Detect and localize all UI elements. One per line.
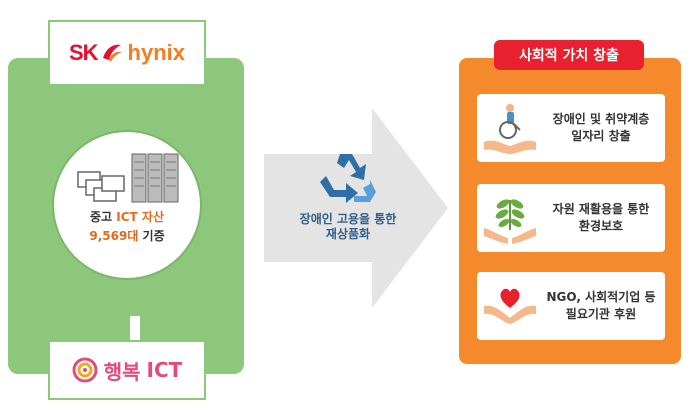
sk-butterfly-icon (102, 44, 122, 62)
outcome-text-environment: 자원 재활용을 통한 환경보호 (552, 202, 650, 233)
asset-type-label: 중고 ICT 자산 (90, 210, 164, 224)
heart-hands-icon (484, 288, 536, 324)
sprout-hands-icon (484, 199, 536, 244)
computer-server-icon (77, 153, 179, 203)
sk-hynix-logo-box: SK hynix (48, 20, 206, 86)
recycle-icon (320, 154, 376, 203)
process-content: 장애인 고용을 통한 재상품화 (278, 150, 418, 242)
outcome-text-donation: NGO, 사회적기업 등 필요기관 후원 (546, 290, 656, 321)
ict-asset-circle: 중고 ICT 자산 9,569대 기증 (52, 130, 202, 280)
outcome-card-donation: NGO, 사회적기업 등 필요기관 후원 (477, 272, 665, 340)
outcome-card-jobs: 장애인 및 취약계층 일자리 창출 (477, 94, 665, 162)
wheelchair-hands-icon (484, 104, 536, 154)
outcome-card-environment: 자원 재활용을 통한 환경보호 (477, 184, 665, 252)
happy-ict-swirl-icon (72, 357, 98, 383)
sk-logo-text: SK (68, 40, 99, 65)
process-label: 장애인 고용을 통한 재상품화 (299, 212, 397, 241)
hynix-logo-text: hynix (127, 40, 186, 65)
outcome-text-jobs: 장애인 및 취약계층 일자리 창출 (552, 112, 650, 143)
asset-count-label: 9,569대 기증 (89, 229, 165, 243)
outcomes-title: 사회적 가치 창출 (494, 40, 644, 70)
happy-logo-text: 행복 (103, 359, 141, 384)
process-arrow (264, 108, 448, 308)
happy-logo-ict: ICT (146, 358, 183, 382)
sk-hynix-logo: SK hynix (69, 40, 185, 66)
